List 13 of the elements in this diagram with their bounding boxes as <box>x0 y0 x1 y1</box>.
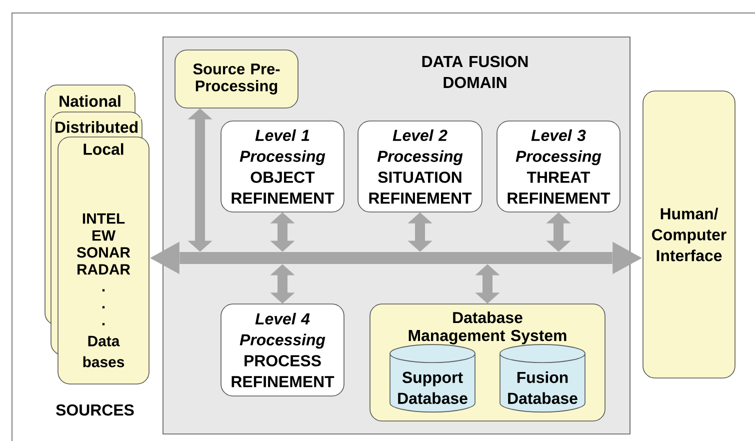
interface-box: Human/ Computer Interface <box>642 90 736 378</box>
database-cylinder: Fusion Database <box>500 344 586 412</box>
section-label: SOURCES <box>56 404 134 416</box>
card-tab: Distributed <box>52 118 141 136</box>
level-box: Level 4 Processing PROCESS REFINEMENT <box>220 304 344 396</box>
card-tab: National <box>46 91 134 111</box>
level-box: Level 2 Processing SITUATION REFINEMENT <box>358 120 482 212</box>
node-label: Distributed <box>56 121 138 133</box>
level-box: Level 1 Processing OBJECT REFINEMENT <box>220 120 344 212</box>
process-box: Source Pre-Processing <box>174 50 298 108</box>
database-cylinder: Support Database <box>390 344 476 412</box>
node-label: National <box>60 95 120 107</box>
level-box: Level 3 Processing THREAT REFINEMENT <box>496 120 620 212</box>
